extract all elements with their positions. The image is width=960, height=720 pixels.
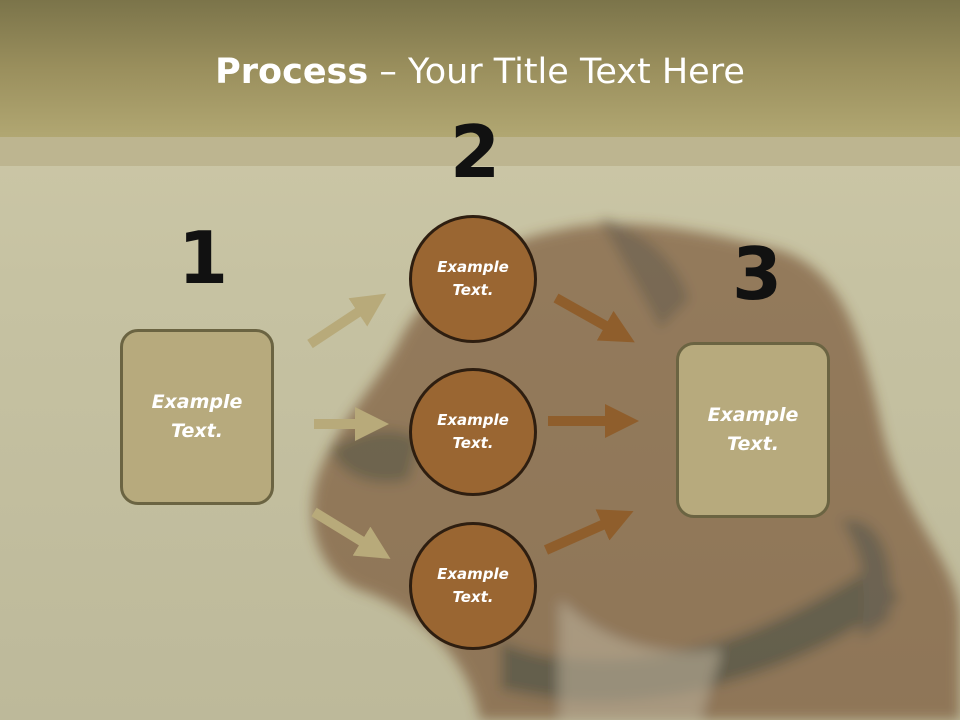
- circle-middle-text: Example Text.: [437, 411, 509, 452]
- step-1-box: Example Text.: [120, 329, 274, 505]
- slide-title: Process – Your Title Text Here: [0, 52, 960, 92]
- arrow-from-top-circle: [553, 293, 635, 343]
- step-2-circle-top: Example Text.: [409, 215, 537, 343]
- arrow-to-bottom-circle: [311, 507, 391, 559]
- step-2-circle-bottom: Example Text.: [409, 522, 537, 650]
- circle-top-text: Example Text.: [437, 258, 509, 299]
- step-3-box: Example Text.: [676, 342, 830, 518]
- step-1-text: Example Text.: [151, 391, 243, 442]
- circle-bottom-text: Example Text.: [437, 565, 509, 606]
- arrow-from-bottom-circle: [543, 509, 634, 555]
- title-bold: Process: [215, 52, 369, 92]
- step-number-2: 2: [450, 110, 501, 194]
- step-number-3: 3: [732, 232, 783, 316]
- step-number-1: 1: [178, 216, 229, 300]
- step-3-text: Example Text.: [707, 404, 799, 455]
- title-strip: [0, 137, 960, 166]
- step-2-circle-middle: Example Text.: [409, 368, 537, 496]
- title-bar: [0, 0, 960, 137]
- title-rest: – Your Title Text Here: [368, 52, 745, 92]
- arrow-to-top-circle: [307, 293, 387, 349]
